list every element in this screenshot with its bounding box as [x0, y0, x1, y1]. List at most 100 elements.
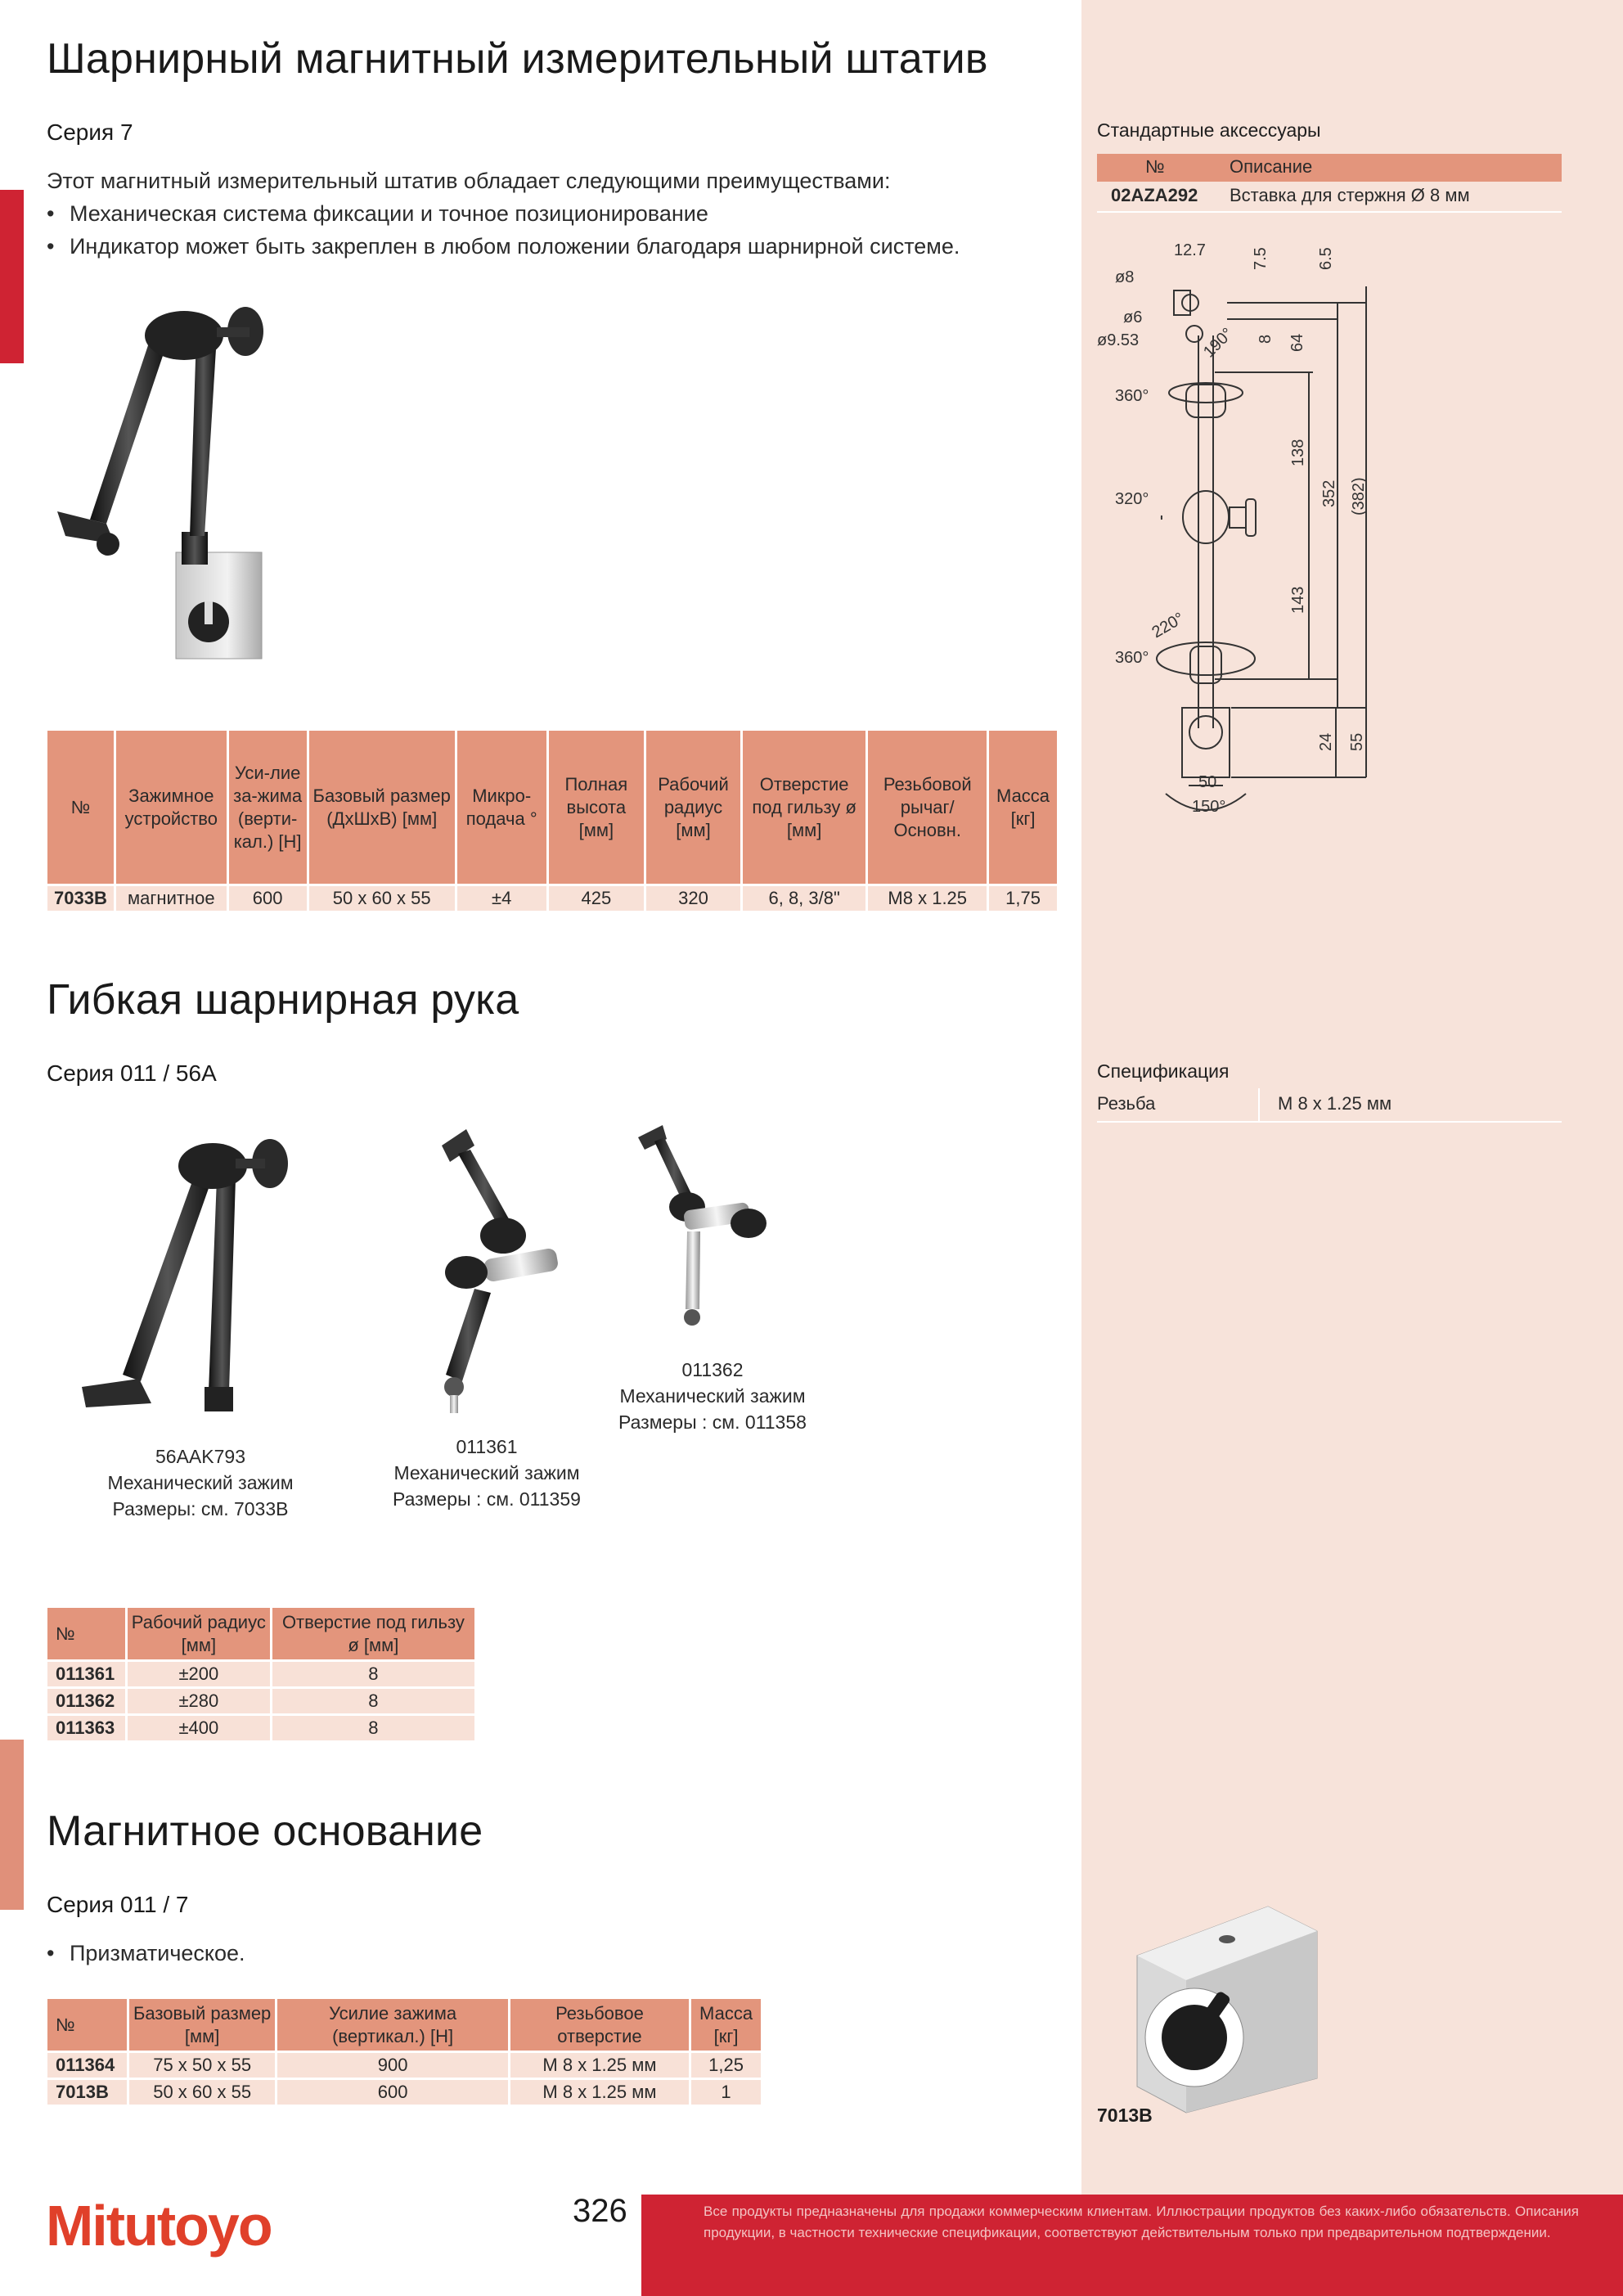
col-header: Уси-лие за-жима (верти-кал.) [Н]	[226, 728, 309, 886]
col-header: Отверстие под гильзу ø [мм]	[269, 1605, 478, 1662]
cell: 900	[275, 2051, 510, 2080]
section-marker	[0, 190, 24, 363]
cell: ±200	[124, 1659, 272, 1689]
cell: 75 x 50 x 55	[126, 2051, 278, 2080]
dim-label: ø8	[1115, 268, 1134, 286]
cell: ±280	[124, 1686, 272, 1716]
dim-label: 220°	[1149, 610, 1188, 642]
cell: 8	[269, 1686, 478, 1716]
arm-spec-table: № Рабочий радиус [мм] Отверстие под гиль…	[45, 1605, 478, 1743]
dim-label: 24	[1317, 733, 1335, 751]
cell: M 8 x 1.25 мм	[507, 2051, 692, 2080]
cell: 8	[269, 1713, 478, 1743]
caption-type: Механический зажим	[619, 1385, 806, 1407]
cell: 600	[275, 2078, 510, 2107]
table-row: 011363 ±400 8	[45, 1713, 478, 1743]
dim-label: 143	[1289, 587, 1307, 614]
accessories-header	[1097, 154, 1562, 182]
series-label: Серия 011 / 56A	[47, 1060, 217, 1086]
page-number: 326	[573, 2193, 627, 2229]
product-caption: 011362 Механический зажим Размеры : см. …	[602, 1357, 823, 1435]
bullet-item: Индикатор может быть закреплен в любом п…	[47, 234, 960, 259]
divider	[1258, 1088, 1260, 1121]
caption-number: 56AAK793	[155, 1446, 245, 1467]
dim-label: 8	[1257, 335, 1275, 344]
page-title: Шарнирный магнитный измерительный штатив	[47, 35, 988, 83]
cell: ±400	[124, 1713, 272, 1743]
col-header: Резьбовое отверстие	[507, 1997, 692, 2053]
spec-title: Спецификация	[1097, 1060, 1230, 1082]
divider	[1097, 211, 1562, 213]
product-caption: 56AAK793 Механический зажим Размеры: см.…	[90, 1443, 311, 1522]
dim-label: 190°	[1200, 325, 1237, 362]
table-row: 011361 ±200 8	[45, 1659, 478, 1689]
caption-dimensions: Размеры: см. 7033B	[112, 1498, 289, 1519]
col-header: Базовый размер [мм]	[126, 1997, 278, 2053]
intro-text: Этот магнитный измерительный штатив обла…	[47, 169, 891, 193]
divider	[1097, 1121, 1562, 1123]
caption-dimensions: Размеры : см. 011359	[393, 1488, 581, 1510]
cell: M8 x 1.25	[865, 884, 990, 913]
cell: 6, 8, 3/8"	[740, 884, 869, 913]
caption-type: Механический зажим	[107, 1472, 294, 1493]
cell: 011361	[45, 1659, 128, 1689]
caption-number: 011361	[456, 1436, 518, 1457]
image-caption: 7013B	[1097, 2105, 1153, 2126]
table-row: 7013B 50 x 60 x 55 600 M 8 x 1.25 мм 1	[45, 2078, 763, 2107]
section-title: Гибкая шарнирная рука	[47, 976, 519, 1024]
dim-label: 138	[1289, 439, 1307, 466]
col-header: №	[45, 728, 116, 886]
col-header: №	[45, 1997, 129, 2053]
dim-label: 50	[1198, 773, 1216, 791]
col-header: Резьбовой рычаг/ Основн.	[865, 728, 990, 886]
cell: 7033B	[45, 884, 116, 913]
caption-number: 011362	[681, 1359, 744, 1380]
cell: 600	[226, 884, 309, 913]
cell: 50 x 60 x 55	[126, 2078, 278, 2107]
cell: M 8 x 1.25 мм	[507, 2078, 692, 2107]
base-spec-table: № Базовый размер [мм] Усилие зажима (вер…	[45, 1997, 763, 2107]
dim-label: 7.5	[1252, 247, 1270, 270]
caption-type: Механический зажим	[393, 1462, 580, 1483]
flexible-arm-photo	[442, 1129, 558, 1413]
cell: 425	[546, 884, 647, 913]
flexible-arm-photo	[82, 1139, 288, 1411]
dim-label: 360°	[1115, 649, 1149, 667]
cell: магнитное	[113, 884, 229, 913]
cell: 011362	[45, 1686, 128, 1716]
spec-table-7033b: № Зажимное устройство Уси-лие за-жима (в…	[45, 728, 1059, 913]
dim-label: (382)	[1350, 477, 1368, 515]
col-header: №	[45, 1605, 128, 1662]
series-label: Серия 011 / 7	[47, 1892, 189, 1917]
cell: 1,25	[689, 2051, 763, 2080]
bullet-item: Призматическое.	[47, 1941, 245, 1966]
accessory-description: Вставка для стержня Ø 8 мм	[1230, 185, 1470, 205]
spec-label: Резьба	[1097, 1093, 1156, 1114]
magnetic-base-photo	[1136, 1906, 1318, 2114]
section-marker	[0, 1740, 24, 1910]
cell: 7013B	[45, 2078, 129, 2107]
table-row: 7033B магнитное 600 50 x 60 x 55 ±4 425 …	[45, 884, 1059, 913]
cell: 320	[644, 884, 743, 913]
col-header: Масса [кг]	[987, 728, 1059, 886]
cell: ±4	[454, 884, 549, 913]
cell: 011364	[45, 2051, 129, 2080]
dim-label: 320°	[1115, 490, 1149, 508]
section-title: Магнитное основание	[47, 1808, 483, 1855]
cell: 011363	[45, 1713, 128, 1743]
col-header: Микро-подача °	[454, 728, 549, 886]
dim-label: 6.5	[1317, 247, 1335, 270]
accessories-title: Стандартные аксессуары	[1097, 119, 1321, 141]
right-sidebar-panel	[1081, 0, 1623, 2296]
accessories-col-no: №	[1145, 156, 1165, 177]
technical-drawing: 12.7 ø8 7.5 6.5 ø6 8 ø9.53 190° 64 360° …	[1097, 241, 1368, 816]
spec-value: M 8 x 1.25 мм	[1278, 1093, 1392, 1114]
footer-disclaimer: Все продукты предназначены для продажи к…	[704, 2204, 1579, 2240]
col-header: Масса [кг]	[689, 1997, 763, 2053]
dim-label: 64	[1288, 334, 1306, 352]
dim-label: 12.7	[1174, 241, 1206, 259]
product-caption: 011361 Механический зажим Размеры : см. …	[376, 1434, 597, 1512]
table-row: 011364 75 x 50 x 55 900 M 8 x 1.25 мм 1,…	[45, 2051, 763, 2080]
cell: 1,75	[987, 884, 1059, 913]
dim-label: ø6	[1123, 308, 1142, 326]
